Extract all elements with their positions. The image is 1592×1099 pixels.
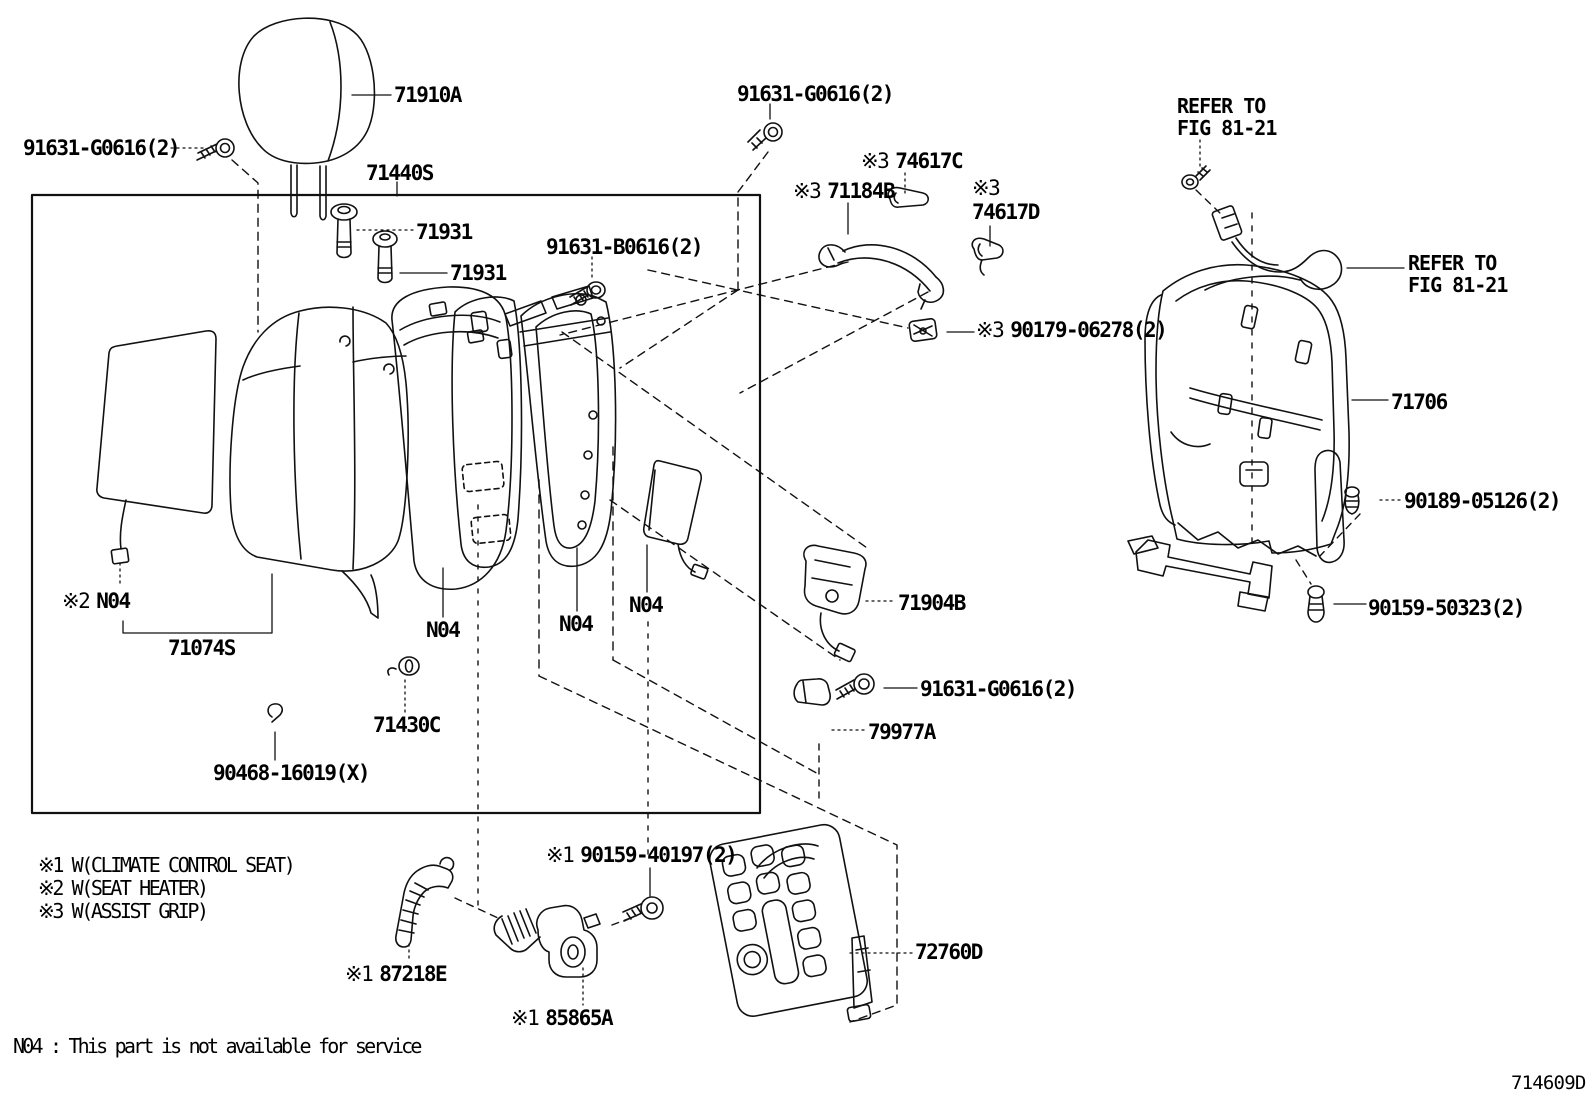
part-label-n04-frame: N04 — [559, 612, 594, 636]
screw-91631-b0616 — [570, 282, 605, 305]
part-label-n04-airbag: N04 — [629, 593, 664, 617]
grip-cap-74617c-drawing — [888, 188, 928, 208]
screw-91631-top-left — [197, 139, 234, 160]
heater-pad-drawing — [97, 331, 216, 564]
figure-code: 714609D — [1511, 1072, 1586, 1094]
blower-85865a-drawing — [494, 906, 600, 977]
screw-refer-top — [1182, 166, 1210, 189]
harness-drawing — [1212, 205, 1342, 289]
lock-71904b-drawing — [804, 545, 866, 662]
seat-cover-drawing — [230, 307, 408, 618]
part-label-90468-16019: 90468-16019(X) — [213, 761, 371, 785]
grommet-71430c-drawing — [388, 657, 419, 675]
part-label-71706: 71706 — [1391, 390, 1448, 414]
assist-grip-drawing — [819, 245, 943, 309]
part-label-91631-G0616-mid: 91631-G0616(2) — [920, 677, 1078, 701]
screw-90159-50323 — [1308, 586, 1324, 622]
hook-90468-drawing — [268, 704, 282, 722]
part-label-71074S: 71074S — [168, 636, 236, 660]
clip-90189-drawing — [1345, 487, 1359, 514]
grip-cap-74617d-drawing — [972, 238, 1003, 275]
leader-lines — [120, 95, 1404, 1005]
frame-side-member-drawing — [505, 286, 616, 566]
screw-91631-mid — [836, 674, 874, 699]
footnote-n04: N04 : This part is not available for ser… — [13, 1034, 422, 1058]
screw-90159-40197 — [623, 897, 663, 921]
seatback-frame-71706-drawing — [1128, 265, 1349, 611]
seat-pad-drawing — [392, 287, 512, 589]
part-label-90189-05126: 90189-05126(2) — [1404, 489, 1562, 513]
clip-79977a-drawing — [794, 679, 830, 705]
part-label-71910A: 71910A — [394, 83, 462, 107]
part-label-91631-G0616-topleft: 91631-G0616(2) — [23, 136, 181, 160]
part-label-91631-G0616-topmid: 91631-G0616(2) — [737, 82, 895, 106]
note-seat-heater: ※2 W(SEAT HEATER) — [38, 876, 209, 900]
note-climate-control-seat: ※1 W(CLIMATE CONTROL SEAT) — [38, 853, 296, 877]
screw-91631-top-mid — [748, 123, 782, 150]
clip-90179-drawing — [909, 318, 938, 341]
part-label-71440S: 71440S — [366, 161, 434, 185]
part-label-n04-board: N04 — [426, 618, 461, 642]
part-label-71931-b: 71931 — [450, 261, 507, 285]
part-label-79977A: 79977A — [868, 720, 936, 744]
part-label-90159-50323: 90159-50323(2) — [1368, 596, 1526, 620]
part-label-71931-a: 71931 — [416, 220, 473, 244]
part-label-91631-B0616: 91631-B0616(2) — [546, 235, 704, 259]
back-board-drawing — [452, 297, 521, 567]
part-label-71430C: 71430C — [373, 713, 441, 737]
part-label-71904B: 71904B — [898, 591, 966, 615]
main-assembly-box — [32, 195, 760, 813]
part-label-72760D: 72760D — [915, 940, 983, 964]
vent-pad-72760d-drawing — [707, 822, 872, 1022]
headrest-drawing — [239, 18, 375, 220]
duct-87218e-drawing — [396, 858, 454, 947]
dashed-connectors — [232, 152, 1360, 1022]
side-airbag-drawing — [644, 461, 708, 580]
headrest-support-bolts-drawing — [331, 204, 397, 283]
note-assist-grip: ※3 W(ASSIST GRIP) — [38, 899, 209, 923]
